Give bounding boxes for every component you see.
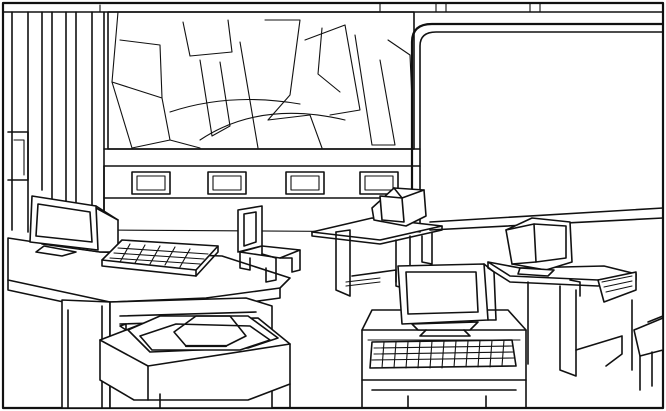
counter-panel <box>131 171 171 195</box>
front-pedestal <box>407 395 487 409</box>
small-chair <box>237 205 301 283</box>
counter-panel <box>285 171 325 195</box>
left-keyboard <box>101 239 219 277</box>
right-desk <box>487 261 637 377</box>
left-column <box>7 11 105 233</box>
abstract-mural <box>107 11 415 150</box>
left-monitor <box>29 195 119 257</box>
counter-panel <box>207 171 247 195</box>
front-printer <box>99 315 291 409</box>
rear-workstation <box>311 187 443 297</box>
front-monitor <box>397 263 497 337</box>
back-counter <box>103 148 421 231</box>
ceiling <box>2 3 664 13</box>
right-monitor <box>505 217 573 277</box>
right-stool <box>633 315 664 391</box>
partition-wall <box>410 22 665 234</box>
counter-panel <box>359 171 399 195</box>
front-keyboard <box>369 339 517 369</box>
